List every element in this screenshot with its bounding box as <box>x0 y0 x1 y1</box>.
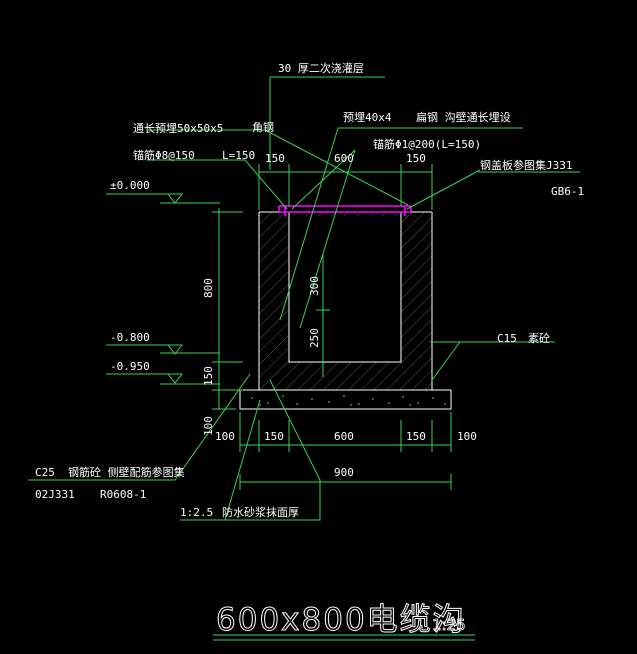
outer-wall-outline <box>258 212 433 390</box>
dim-bottom-150-right: 150 <box>406 430 426 443</box>
dim-bottom-150-left: 150 <box>264 430 284 443</box>
trench-section <box>239 205 452 410</box>
dim-inner-250: 250 <box>308 328 321 348</box>
label-c15-text: 素砼 <box>528 332 550 345</box>
level-ground: ±0.000 <box>110 179 150 192</box>
dim-total-900: 900 <box>334 466 354 479</box>
level-inner-bottom: -0.800 <box>110 331 150 344</box>
dim-pad-100: 100 <box>202 416 215 436</box>
steel-cover-plate <box>278 205 412 216</box>
dim-bottom-100-left: 100 <box>215 430 235 443</box>
level-marks: ±0.000 -0.800 -0.950 <box>110 179 150 373</box>
label-embedded-flat: 预埋40x4 <box>343 111 392 124</box>
c15-base-pad <box>239 389 452 410</box>
label-mortar-text: 防水砂浆抹面厚 <box>222 505 299 519</box>
dim-top-600: 600 <box>334 152 354 165</box>
label-cover-ref-code: GB6-1 <box>551 185 584 198</box>
inner-void-outline <box>288 212 402 363</box>
label-embedded-angle: 通长预埋50x50x5 <box>133 122 223 135</box>
label-anchor-mid: 锚筋Φ1@200(L=150) <box>373 137 481 151</box>
annotations: 30 厚二次浇灌层 通长预埋50x50x5 角钢 预埋40x4 扁钢 沟壁通长埋… <box>35 61 584 519</box>
label-anchor-left-len: L=150 <box>222 149 255 162</box>
label-c15: C15 <box>497 332 517 345</box>
drawing-title: 600x800电缆沟 <box>216 602 466 638</box>
dimension-lines <box>28 76 580 641</box>
drawing-scale: 1:25 <box>432 616 466 634</box>
dim-bottom-100-right: 100 <box>457 430 477 443</box>
level-base-bottom: -0.950 <box>110 360 150 373</box>
dim-inner-300: 300 <box>308 276 321 296</box>
drawing-title-block: 600x800电缆沟 1:25 <box>216 602 467 639</box>
label-c25: C25 <box>35 466 55 479</box>
dim-slab-150: 150 <box>202 366 215 386</box>
base-pad-dots <box>251 395 446 406</box>
label-secondary-grout: 30 厚二次浇灌层 <box>278 61 364 75</box>
label-ref-code-2: R0608-1 <box>100 488 146 501</box>
label-anchor-left: 锚筋Φ8@150 <box>133 148 195 162</box>
dim-depth-800: 800 <box>202 278 215 298</box>
label-cover-ref: 钢盖板参图集J331 <box>480 158 573 172</box>
dim-bottom-600: 600 <box>334 430 354 443</box>
label-mortar-ratio: 1:2.5 <box>180 506 213 519</box>
dim-top-150-left: 150 <box>265 152 285 165</box>
dimension-text: 150 600 150 100 150 600 150 100 900 800 … <box>202 152 477 479</box>
label-angle-steel: 角钢 <box>252 121 274 134</box>
label-flat-steel: 扁钢 沟壁通长埋设 <box>416 110 511 124</box>
label-c25-text: 钢筋砼 侧壁配筋参图集 <box>68 465 185 479</box>
concrete-wall-hatch <box>259 212 432 390</box>
label-ref-code-1: 02J331 <box>35 488 75 501</box>
dim-top-150-right: 150 <box>406 152 426 165</box>
